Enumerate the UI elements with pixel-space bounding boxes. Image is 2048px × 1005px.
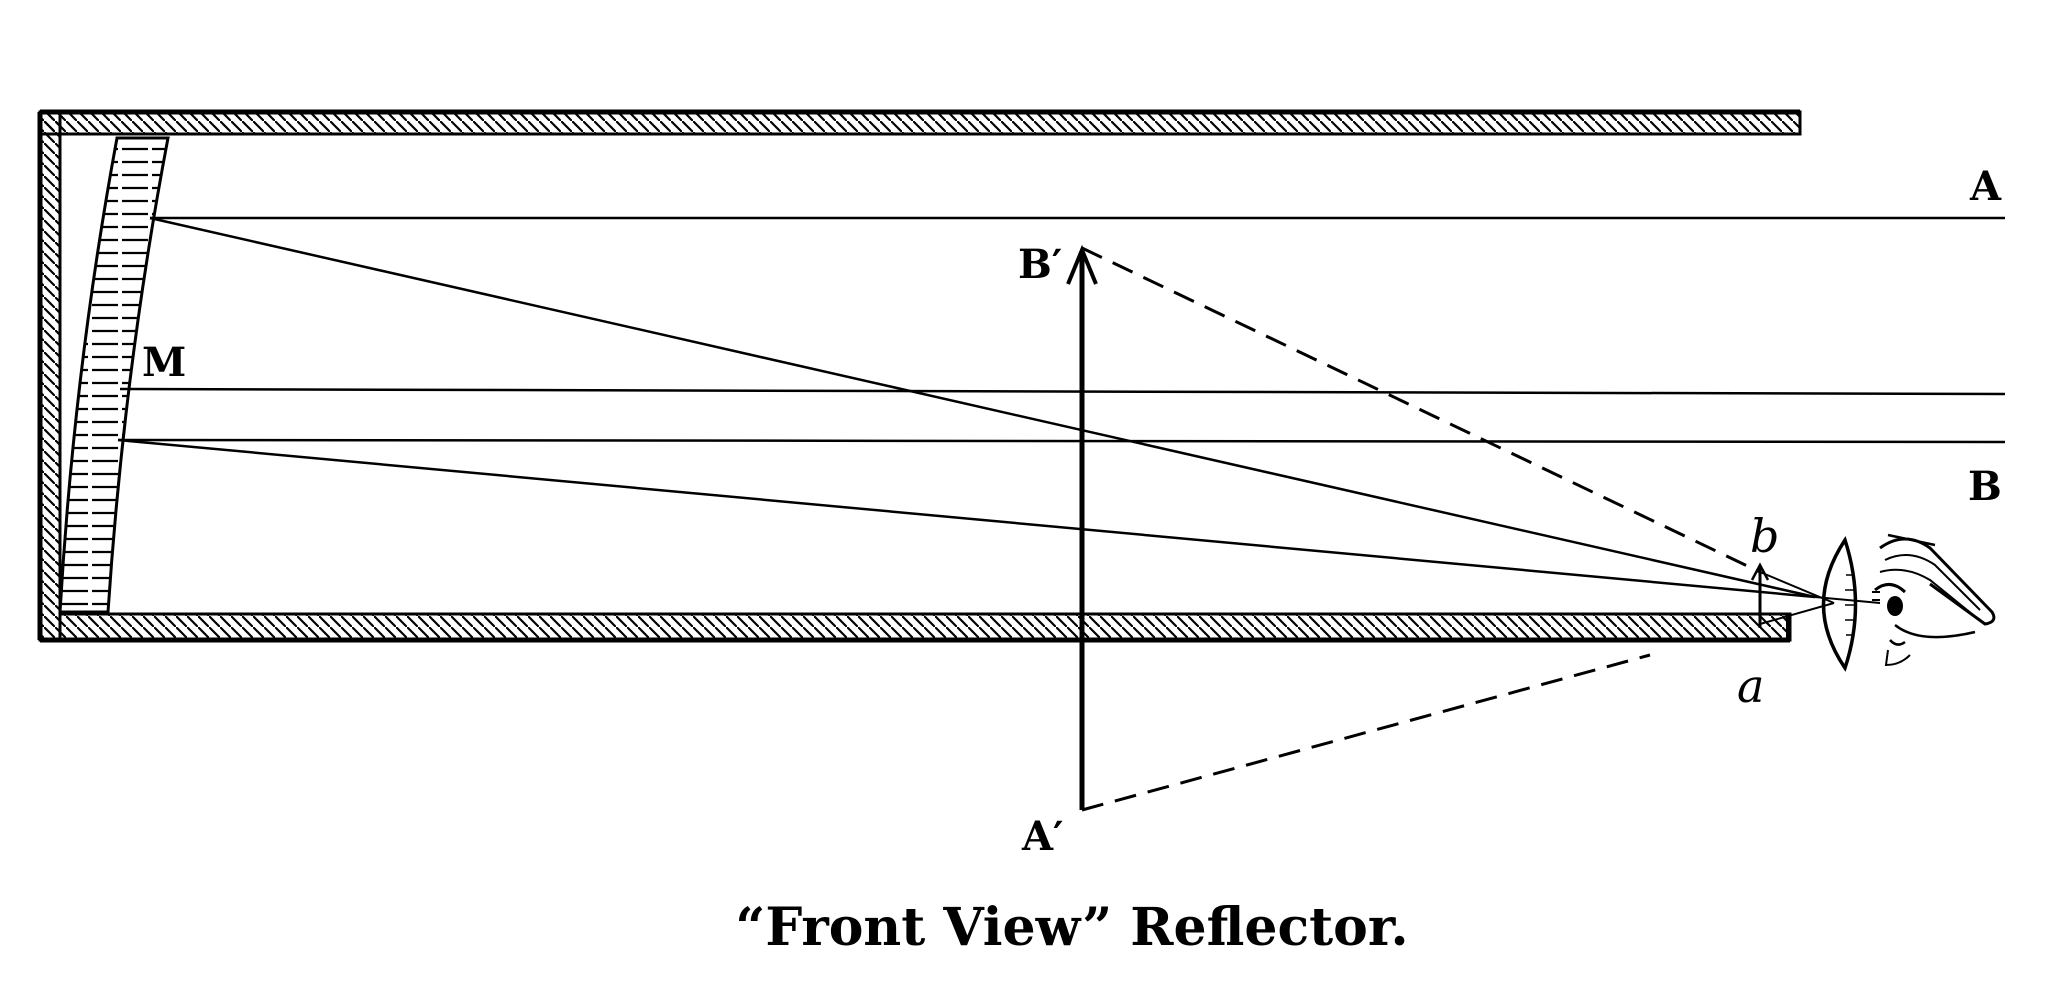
- optical-axis: [119, 387, 2006, 396]
- ray-a-reflected: [149, 216, 1816, 599]
- label-b-prime: B′: [1018, 241, 1062, 288]
- tube-back-wall: [37, 110, 62, 642]
- dashed-line-to-a-prime: [1081, 653, 1651, 812]
- label-b: B: [1968, 463, 2002, 510]
- label-small-a: a: [1737, 659, 1764, 713]
- virtual-image-arrow: [1066, 244, 1098, 810]
- tube-top-wall: [38, 109, 1802, 136]
- observer-eye-icon: [1872, 533, 1996, 667]
- tube-bottom-wall: [40, 612, 1792, 643]
- dashed-line-to-b-prime: [1081, 246, 1761, 574]
- label-a-prime: A′: [1021, 813, 1064, 860]
- eyepiece-rays: [1759, 571, 1881, 625]
- eyepiece-lens: [1821, 535, 1858, 672]
- figure-caption: “Front View” Reflector.: [735, 897, 1408, 958]
- ray-b-incident: [117, 438, 2006, 444]
- label-a: A: [1969, 163, 2002, 210]
- label-m: M: [142, 339, 186, 386]
- label-small-b: b: [1750, 509, 1779, 563]
- ray-b-reflected: [117, 438, 1816, 599]
